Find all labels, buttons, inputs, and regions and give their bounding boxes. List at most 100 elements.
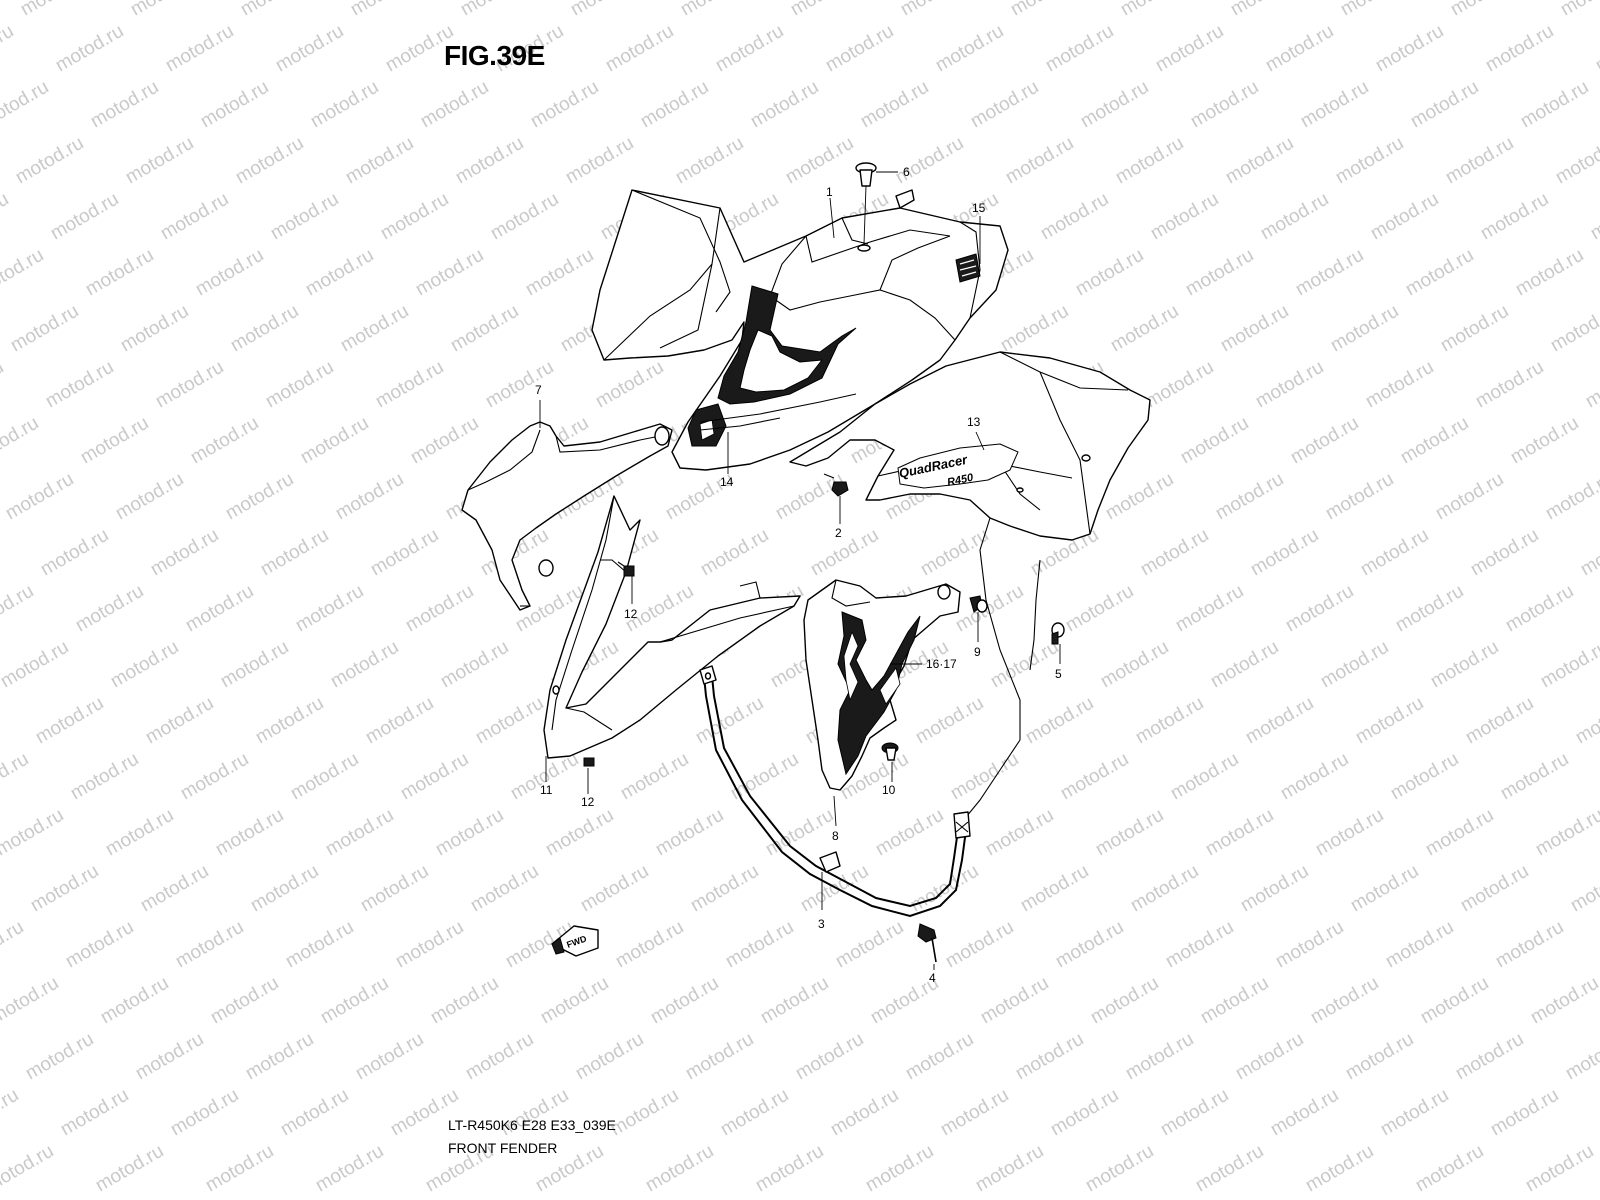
watermark-text: motod.ru	[857, 77, 932, 133]
watermark-text: motod.ru	[52, 21, 127, 77]
watermark-text: motod.ru	[697, 525, 772, 581]
watermark-text: motod.ru	[1497, 749, 1572, 805]
callout-13: 13	[967, 415, 981, 429]
watermark-text: motod.ru	[62, 917, 137, 973]
watermark-text: motod.ru	[182, 581, 257, 637]
watermark-text: motod.ru	[1112, 133, 1187, 189]
watermark-text: motod.ru	[687, 861, 762, 917]
watermark-text: motod.ru	[1342, 1029, 1417, 1085]
watermark-text: motod.ru	[452, 133, 527, 189]
watermark-text: motod.ru	[1192, 1141, 1267, 1197]
watermark-text: motod.ru	[447, 301, 522, 357]
watermark-text: motod.ru	[277, 1085, 352, 1141]
watermark-text: motod.ru	[1117, 1197, 1192, 1200]
decal-text-2: R450	[946, 472, 975, 489]
watermark-text: motod.ru	[1457, 861, 1532, 917]
watermark-text: motod.ru	[327, 637, 402, 693]
watermark-text: motod.ru	[232, 133, 307, 189]
watermark-text: motod.ru	[102, 805, 177, 861]
leader-lines	[539, 171, 1061, 970]
watermark-text: motod.ru	[472, 693, 547, 749]
watermark-text: motod.ru	[1382, 917, 1457, 973]
part-12b-screw	[583, 757, 595, 767]
watermark-text: motod.ru	[1582, 357, 1600, 413]
part-9-grommet	[969, 595, 988, 613]
callout-11: 11	[540, 783, 553, 797]
watermark-text: motod.ru	[1572, 693, 1600, 749]
watermark-text: motod.ru	[717, 1085, 792, 1141]
watermark-text: motod.ru	[457, 1197, 532, 1200]
watermark-text: motod.ru	[0, 189, 12, 245]
watermark-text: motod.ru	[12, 133, 87, 189]
watermark-text: motod.ru	[137, 861, 212, 917]
watermark-text: motod.ru	[607, 1085, 682, 1141]
watermark-text: motod.ru	[272, 21, 347, 77]
watermark-text: motod.ru	[562, 133, 637, 189]
watermark-text: motod.ru	[1017, 861, 1092, 917]
watermark-text: motod.ru	[967, 77, 1042, 133]
watermark-text: motod.ru	[1347, 861, 1422, 917]
watermark-text: motod.ru	[1527, 973, 1600, 1029]
watermark-text: motod.ru	[652, 805, 727, 861]
watermark-text: motod.ru	[1042, 21, 1117, 77]
watermark-text: motod.ru	[407, 413, 482, 469]
watermark-text: motod.ru	[267, 189, 342, 245]
watermark-text: motod.ru	[97, 973, 172, 1029]
watermark-text: motod.ru	[1507, 413, 1582, 469]
watermark-text: motod.ru	[937, 1085, 1012, 1141]
watermark-text: motod.ru	[1007, 1197, 1082, 1200]
watermark-text: motod.ru	[1232, 1029, 1307, 1085]
watermark-text: motod.ru	[1007, 0, 1082, 20]
watermark-text: motod.ru	[1152, 21, 1227, 77]
watermark-text: motod.ru	[892, 133, 967, 189]
part-6-clip	[855, 162, 877, 187]
watermark-text: motod.ru	[312, 1141, 387, 1197]
watermark-text: motod.ru	[57, 1085, 132, 1141]
watermark-text: motod.ru	[787, 0, 862, 20]
watermark-text: motod.ru	[1237, 861, 1312, 917]
watermark-text: motod.ru	[822, 21, 897, 77]
watermark-text: motod.ru	[947, 749, 1022, 805]
watermark-text: motod.ru	[437, 637, 512, 693]
watermark-text: motod.ru	[1247, 525, 1322, 581]
watermark-text: motod.ru	[22, 1029, 97, 1085]
watermark-text: motod.ru	[197, 77, 272, 133]
watermark-text: motod.ru	[902, 1029, 977, 1085]
watermark-text: motod.ru	[292, 581, 367, 637]
watermark-text: motod.ru	[1452, 1029, 1527, 1085]
watermark-text: motod.ru	[297, 413, 372, 469]
watermark-text: motod.ru	[1087, 973, 1162, 1029]
watermark-text: motod.ru	[347, 0, 422, 20]
watermark-text: motod.ru	[997, 301, 1072, 357]
part-5-grommet	[1051, 622, 1065, 645]
watermark-text: motod.ru	[0, 917, 27, 973]
watermark-text: motod.ru	[1562, 1029, 1600, 1085]
watermark-text: motod.ru	[832, 917, 907, 973]
watermark-text: motod.ru	[1277, 749, 1352, 805]
watermark-text: motod.ru	[227, 301, 302, 357]
watermark-text: motod.ru	[162, 21, 237, 77]
watermark-text: motod.ru	[567, 0, 642, 20]
fwd-arrow-icon: FWD	[551, 925, 599, 957]
watermark-text: motod.ru	[1202, 805, 1277, 861]
callout-10: 10	[882, 783, 896, 797]
watermark-text: motod.ru	[1522, 1141, 1597, 1197]
watermark-text: motod.ru	[0, 357, 7, 413]
watermark-text: motod.ru	[482, 357, 557, 413]
watermark-text: motod.ru	[322, 805, 397, 861]
watermark-text: motod.ru	[522, 245, 597, 301]
watermark-text: motod.ru	[677, 1197, 752, 1200]
watermark-text: motod.ru	[1187, 77, 1262, 133]
part-15-badge	[955, 253, 981, 283]
watermark-text: motod.ru	[1157, 1085, 1232, 1141]
watermark-text: motod.ru	[0, 525, 2, 581]
watermark-text: motod.ru	[427, 973, 502, 1029]
watermark-text: motod.ru	[647, 973, 722, 1029]
watermark-text: motod.ru	[872, 805, 947, 861]
watermark-text: motod.ru	[0, 581, 37, 637]
watermark-text: motod.ru	[787, 1197, 862, 1200]
watermark-text: motod.ru	[1012, 1029, 1087, 1085]
watermark-text: motod.ru	[1332, 133, 1407, 189]
